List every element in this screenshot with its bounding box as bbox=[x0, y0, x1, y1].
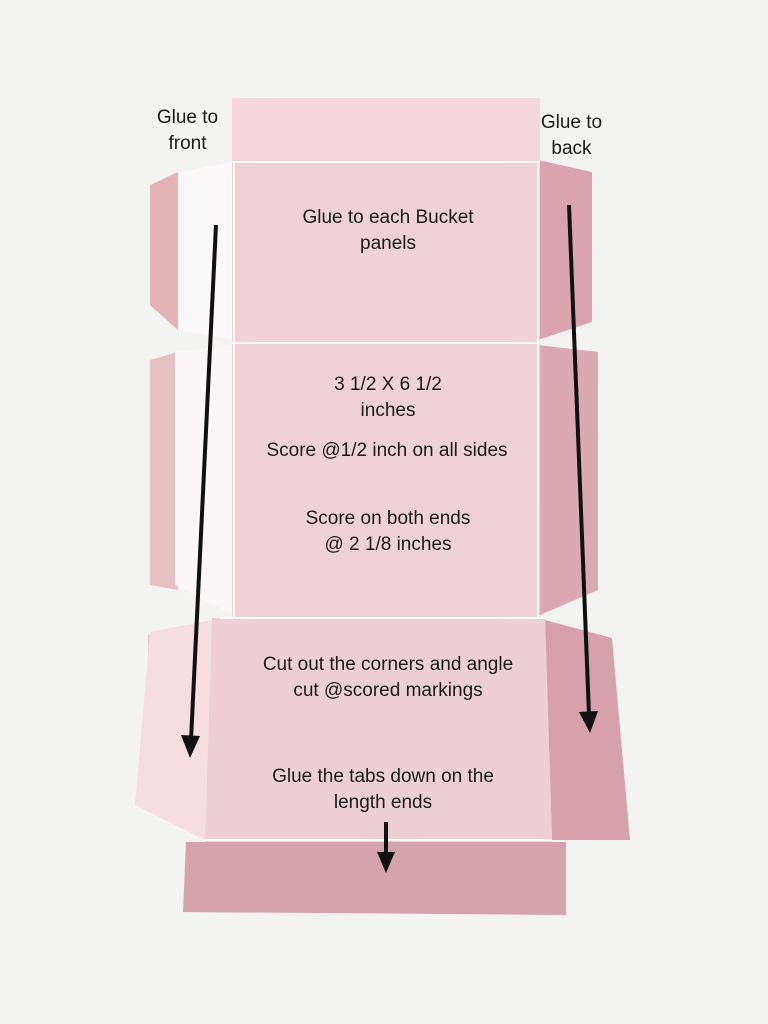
label-glue-front: Glue to front bbox=[140, 105, 235, 157]
main-panel-lower bbox=[205, 618, 552, 842]
label-glue-panels: Glue to each Bucket panels bbox=[248, 205, 528, 257]
right-flap-mid bbox=[538, 345, 598, 615]
label-glue-tabs: Glue the tabs down on the length ends bbox=[218, 764, 548, 816]
label-line: Score on both ends bbox=[305, 508, 471, 529]
label-line: front bbox=[168, 133, 207, 154]
right-flap-top bbox=[538, 160, 592, 340]
label-score-ends: Score on both ends @ 2 1/8 inches bbox=[238, 506, 538, 558]
right-flap-bot bbox=[545, 620, 630, 840]
left-flap-top bbox=[178, 162, 234, 340]
label-score-sides: Score @1/2 inch on all sides bbox=[266, 440, 508, 461]
label-line: panels bbox=[360, 233, 416, 254]
arrow-right-head bbox=[579, 711, 598, 733]
label-line: 3 1/2 X 6 1/2 bbox=[334, 374, 442, 395]
arrow-left bbox=[189, 224, 218, 741]
label-line: Glue to bbox=[156, 107, 219, 128]
left-flap-shadow-top bbox=[150, 172, 178, 330]
label-line: Glue to each Bucket bbox=[302, 207, 474, 228]
arrow-bottom-head bbox=[377, 852, 395, 873]
label-size: 3 1/2 X 6 1/2 inches bbox=[248, 372, 528, 424]
label-line: inches bbox=[360, 400, 416, 421]
label-line: length ends bbox=[333, 792, 433, 813]
label-glue-back: Glue to back bbox=[524, 110, 619, 162]
main-panel-upper bbox=[232, 160, 540, 620]
arrow-right bbox=[567, 204, 591, 716]
label-line: @ 2 1/8 inches bbox=[324, 534, 452, 555]
label-cut-corners: Cut out the corners and angle cut @score… bbox=[218, 652, 558, 704]
arrow-left-head bbox=[181, 735, 200, 758]
top-flap bbox=[232, 98, 540, 162]
label-line: Glue the tabs down on the bbox=[272, 766, 494, 787]
label-line: cut @scored markings bbox=[293, 680, 483, 701]
bottom-flap bbox=[183, 842, 566, 915]
label-line: Glue to bbox=[540, 112, 603, 133]
label-line: Cut out the corners and angle bbox=[262, 654, 514, 675]
left-flap-shadow-mid bbox=[150, 352, 178, 590]
left-flap-bot bbox=[135, 620, 212, 840]
label-line: back bbox=[551, 138, 592, 159]
